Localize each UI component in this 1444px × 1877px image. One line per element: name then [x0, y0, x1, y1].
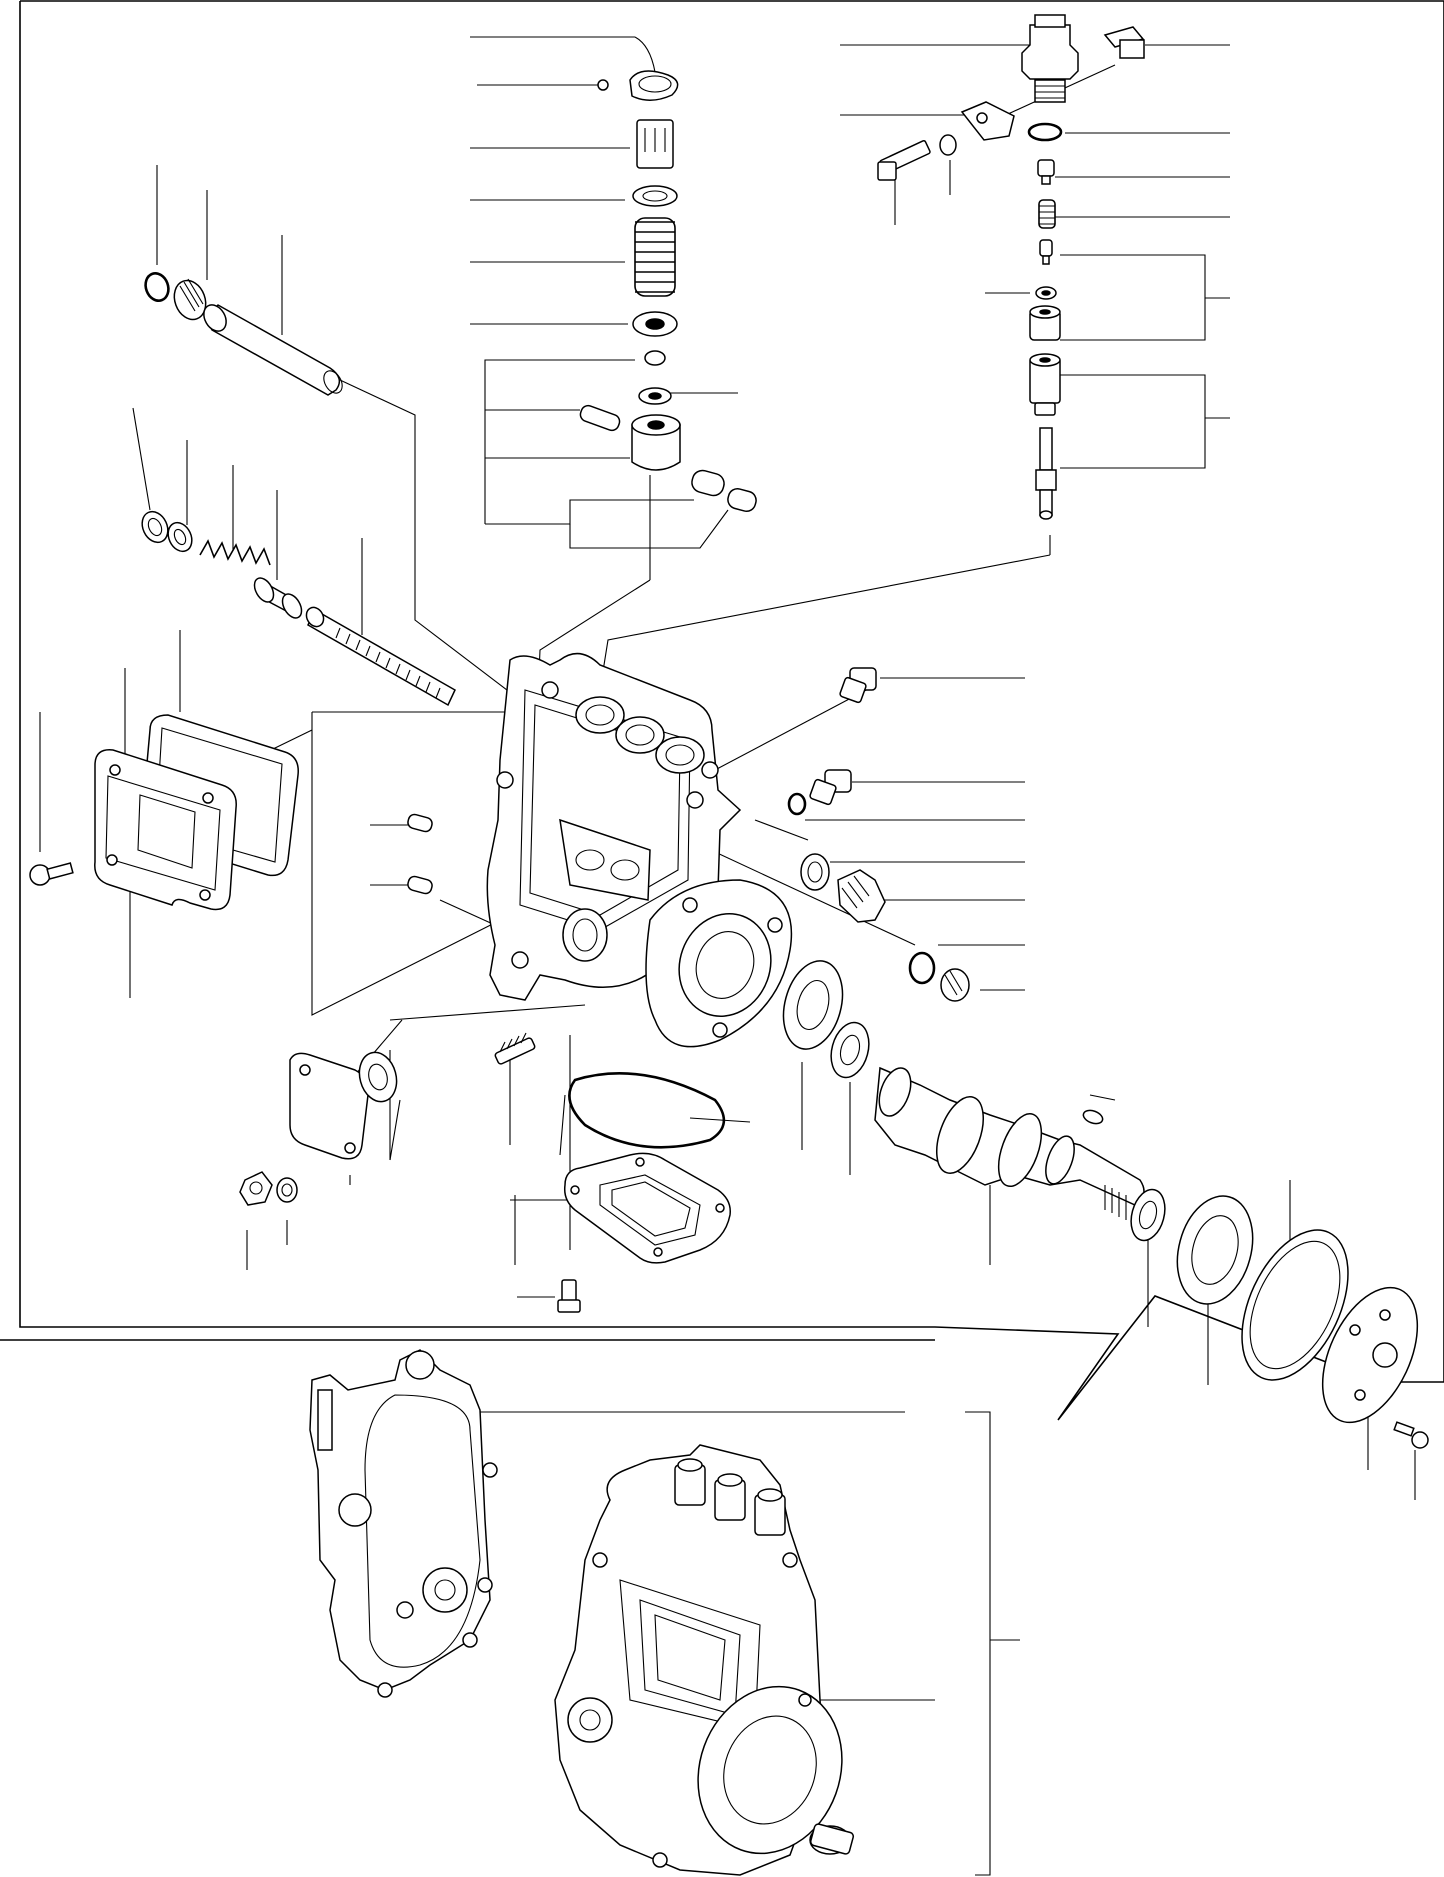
leader-lines	[39, 36, 1416, 1876]
screw-cover	[29, 862, 74, 886]
shim-front	[830, 1021, 870, 1079]
plug-right	[837, 869, 886, 923]
pump-housing	[486, 652, 793, 1048]
bolt-right-2	[809, 769, 852, 806]
shim-rear	[1130, 1188, 1166, 1242]
plunger	[1035, 427, 1057, 520]
woodruff-key	[1082, 1109, 1104, 1125]
delivery-spring	[1038, 199, 1056, 229]
delivery-valve-holder	[1021, 14, 1079, 103]
plunger-spring	[634, 217, 676, 297]
spring-washer	[276, 1177, 298, 1203]
cover-plate	[94, 749, 237, 911]
valve-stopper	[1037, 159, 1055, 185]
plunger-head	[638, 350, 672, 405]
valve-seat	[1029, 305, 1061, 341]
plug-threaded	[173, 278, 207, 321]
control-sleeve	[636, 119, 674, 169]
tappet	[631, 414, 681, 471]
o-ring-right-small	[787, 792, 807, 816]
pin-upper	[407, 813, 433, 833]
bolt-bottom	[557, 1279, 581, 1313]
clamp-plate	[960, 101, 1015, 141]
screw-end-cover	[1393, 1421, 1429, 1449]
control-rack	[305, 606, 456, 707]
large-o-ring	[568, 1072, 726, 1149]
spring-seat-lower	[632, 311, 678, 337]
pump-body-assembled	[554, 1444, 855, 1876]
bolt-clamp	[877, 134, 957, 181]
valve-holder-clamp	[1103, 26, 1145, 59]
end-cover	[1321, 1286, 1419, 1424]
pin-small	[579, 404, 621, 432]
nut	[239, 1171, 273, 1206]
delivery-valve	[1039, 239, 1053, 265]
stud-bolt	[494, 1032, 536, 1065]
washer-right	[800, 853, 830, 891]
bushing	[253, 577, 303, 619]
valve-gasket	[1035, 286, 1057, 300]
screw-right	[940, 968, 970, 1002]
governor-spring	[199, 539, 271, 566]
clamp-ring	[597, 70, 679, 101]
washer-left	[167, 521, 193, 553]
bearing-rear	[1176, 1195, 1254, 1305]
camshaft	[874, 1066, 1145, 1220]
side-plate	[289, 1052, 369, 1160]
bearing-front	[782, 960, 844, 1050]
bolt-right-1	[839, 667, 877, 704]
sleeve-tube	[203, 304, 343, 396]
bottom-gasket-plate	[563, 1152, 731, 1264]
pin-lower	[407, 875, 433, 895]
governor-housing-assembled	[309, 1349, 498, 1698]
o-ring-delivery	[1027, 122, 1063, 142]
plunger-barrel	[1029, 353, 1061, 416]
detail-frame	[0, 0, 1444, 1421]
o-ring-left	[144, 272, 170, 302]
end-gasket	[1241, 1229, 1349, 1381]
roller	[691, 469, 757, 513]
o-ring-right-large	[908, 951, 936, 985]
shim-side	[358, 1051, 398, 1103]
spring-seat-upper	[632, 185, 678, 207]
snap-ring	[141, 510, 169, 544]
